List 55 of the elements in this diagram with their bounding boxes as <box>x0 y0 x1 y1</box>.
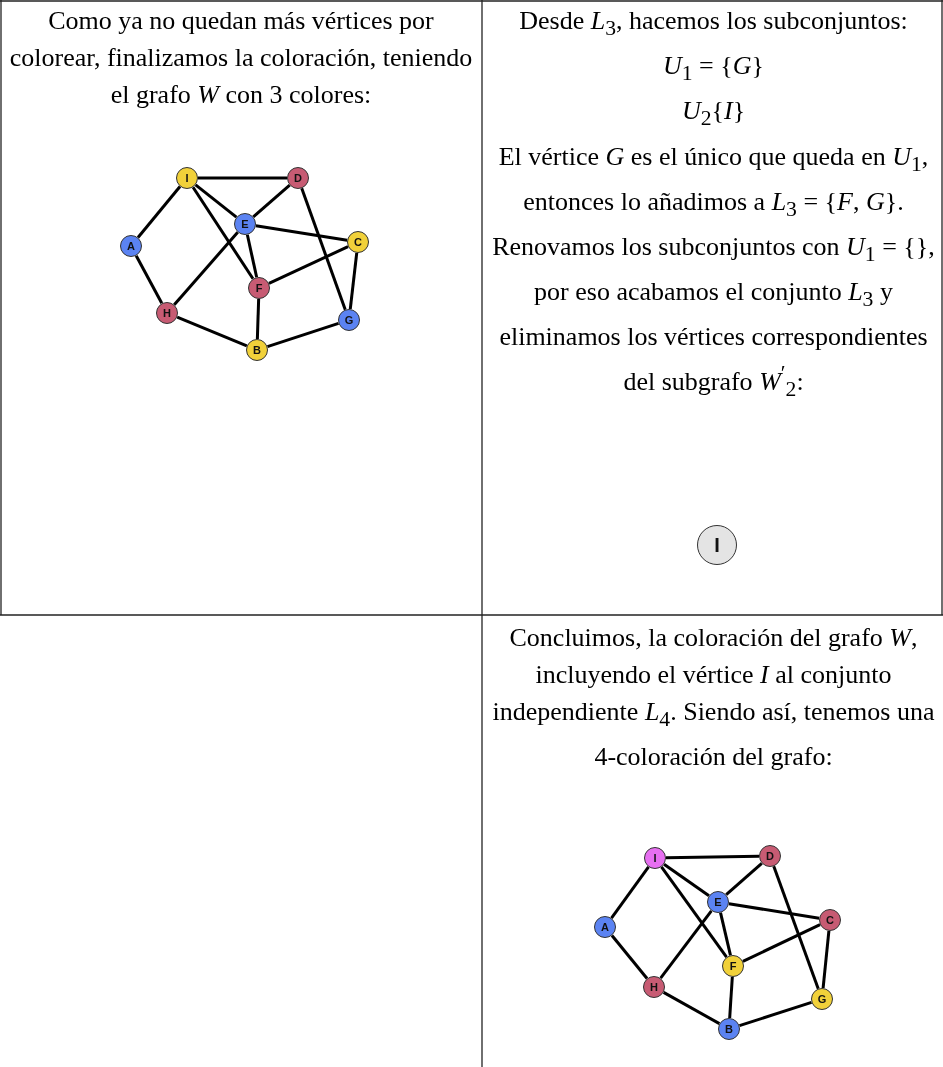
paragraph-text: El vértice G es el único que queda en U$_{1}$, entonces lo añadimos a L$_{3}$ = {F, G}. Renovamos los subconjuntos con U$_{1}$ = {}, por eso acabamos el conjunto L$_{3}$ y eliminamos los vértices correspondientes del subgrafo W$^{′}$$_{2}$: <box>491 140 936 404</box>
graph-edge <box>725 862 763 896</box>
vertex-circle: A <box>594 916 616 938</box>
vertex-circle: A <box>120 235 142 257</box>
graph-edge <box>191 186 255 280</box>
graph-edge <box>255 224 348 242</box>
formula-text: U$_{1}$ = {G} <box>663 50 764 88</box>
graph-edge <box>610 866 650 919</box>
graph-edge <box>348 252 359 310</box>
vertex-circle: C <box>347 231 369 253</box>
graph-edge <box>663 863 710 897</box>
graph-edge <box>176 315 248 348</box>
graph-edge <box>134 255 164 304</box>
paragraph-text: Como ya no quedan más vértices por colorear, finalizamos la coloración, teniendo el grafo W con 3 colores: <box>8 5 474 111</box>
vertex-circle: C <box>819 909 841 931</box>
graph-edge <box>173 231 239 306</box>
vertex-circle: H <box>643 976 665 998</box>
vertex-circle: I <box>176 167 198 189</box>
graph-edge <box>742 923 821 963</box>
graph-edge <box>194 183 238 219</box>
graph-edge <box>610 934 649 980</box>
vertex-circle: D <box>759 845 781 867</box>
graph-edge <box>665 854 760 860</box>
formula-text: U$_{2}${I} <box>681 95 746 133</box>
graph-edge <box>728 976 734 1019</box>
vertex-circle: F <box>722 955 744 977</box>
vertex-circle: B <box>718 1018 740 1040</box>
vertex-circle: E <box>234 213 256 235</box>
vertex-circle: E <box>707 891 729 913</box>
vertex-circle: F <box>248 277 270 299</box>
vertex-circle: I <box>644 847 666 869</box>
paragraph-text: Concluimos, la coloración del grafo W, incluyendo el vértice I al conjunto independiente L$_{4}$. Siendo así, tenemos una 4-coloración del grafo: <box>491 622 936 774</box>
graph-edge <box>198 176 287 180</box>
graph-edge <box>728 902 820 920</box>
graph-edge <box>300 187 347 311</box>
graph-edge <box>719 912 732 956</box>
graph-edge <box>739 1000 812 1028</box>
vertex-circle: G <box>338 309 360 331</box>
graph-edge <box>245 234 259 278</box>
graph-edge <box>267 322 339 348</box>
graph-edge <box>252 184 291 218</box>
graph-edge <box>268 245 349 285</box>
graph-edge <box>659 909 713 980</box>
graph-edge <box>255 298 261 340</box>
vertex-circle: G <box>811 988 833 1010</box>
vertex-circle: H <box>156 302 178 324</box>
vertex-circle: I <box>697 525 737 565</box>
vertex-circle: D <box>287 167 309 189</box>
graph-edge <box>660 866 728 958</box>
graph-edge <box>662 991 721 1025</box>
graph-edge <box>136 185 182 239</box>
vertex-circle: B <box>246 339 268 361</box>
paragraph-text: Desde L$_{3}$, hacemos los subconjuntos: <box>519 5 908 43</box>
graph-edge <box>772 865 820 990</box>
graph-edge <box>821 930 831 989</box>
